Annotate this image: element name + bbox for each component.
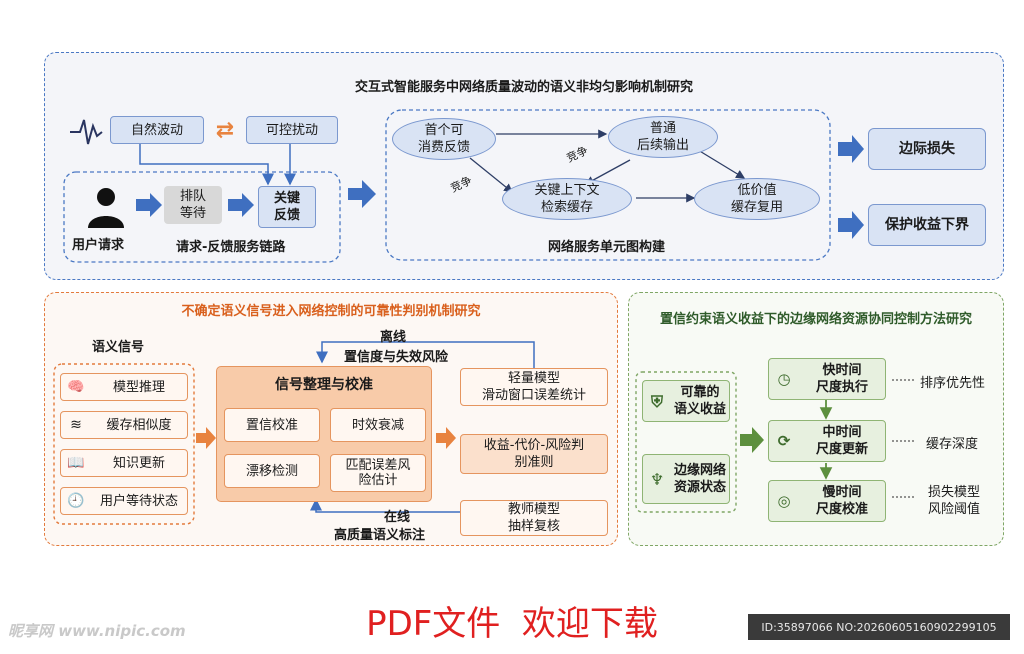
signal-item-model-inference: 🧠 模型推理 xyxy=(60,373,188,401)
source-frame xyxy=(635,371,737,513)
benefit-rule-box: 收益-代价-风险判 别准则 xyxy=(460,434,608,474)
arrow-to-marginal xyxy=(838,135,864,163)
graph-frame xyxy=(385,109,831,261)
graph-label: 网络服务单元图构建 xyxy=(548,240,666,255)
layers-icon: ≋ xyxy=(70,416,82,433)
offline-label: 离线 xyxy=(380,330,407,345)
watermark-id-badge: ID:35897066 NO:20260605160902299105 xyxy=(748,614,1010,640)
normal-output-node: 普通 后续输出 xyxy=(608,116,718,158)
top-panel-title: 交互式智能服务中网络质量波动的语义非均匀影响机制研究 xyxy=(354,80,693,95)
first-feedback-node: 首个可 消费反馈 xyxy=(392,118,496,160)
slow-scale-box: ◎ 慢时间 尺度校准 xyxy=(768,480,886,522)
arrow-organize-rule xyxy=(436,427,456,449)
clock-icon: ◷ xyxy=(777,369,791,388)
signal-frame xyxy=(53,363,195,525)
request-chain-label: 请求-反馈服务链路 xyxy=(176,240,286,255)
cell-drift-detection: 漂移检测 xyxy=(224,454,320,488)
signal-item-knowledge-update: 📖 知识更新 xyxy=(60,449,188,477)
shield-icon: ⛨ xyxy=(650,391,663,411)
protect-lower-bound-box: 保护收益下界 xyxy=(868,204,986,246)
arrow-queue-feedback xyxy=(228,193,254,217)
controlled-disturbance-box: 可控扰动 xyxy=(246,116,338,144)
target-icon: ◎ xyxy=(777,491,791,510)
book-icon: 📖 xyxy=(67,454,85,471)
online-sub-label: 高质量语义标注 xyxy=(334,528,426,543)
key-feedback-box: 关键 反馈 xyxy=(258,186,316,228)
tower-icon: ♆ xyxy=(649,469,665,489)
clock-icon: 🕘 xyxy=(67,492,85,509)
cell-confidence-calibration: 置信校准 xyxy=(224,408,320,442)
mid-note: 缓存深度 xyxy=(926,437,979,452)
light-model-box: 轻量模型 滑动窗口误差统计 xyxy=(460,368,608,406)
offline-sub-label: 置信度与失效风险 xyxy=(344,350,449,365)
arrow-to-protect xyxy=(838,211,864,239)
left-panel-title: 不确定语义信号进入网络控制的可靠性判别机制研究 xyxy=(181,304,481,319)
fast-note: 排序优先性 xyxy=(920,376,986,391)
cell-match-error-risk: 匹配误差风 险估计 xyxy=(330,454,426,492)
arrow-user-queue xyxy=(136,193,162,217)
slow-note: 损失模型 风险阈值 xyxy=(928,485,981,517)
signal-label: 缓存相似度 xyxy=(106,417,172,433)
online-label: 在线 xyxy=(384,510,411,525)
queue-wait-box: 排队 等待 xyxy=(164,186,222,224)
signal-label: 知识更新 xyxy=(112,455,165,471)
mid-scale-label: 中时间 尺度更新 xyxy=(815,425,868,457)
natural-fluctuation-box: 自然波动 xyxy=(110,116,204,144)
reliable-benefit-label: 可靠的 语义收益 xyxy=(673,385,726,417)
mid-scale-box: ⟳ 中时间 尺度更新 xyxy=(768,420,886,462)
arrow-source-control xyxy=(740,427,764,453)
arrow-chain-graph xyxy=(348,180,376,208)
teacher-model-box: 教师模型 抽样复核 xyxy=(460,500,608,536)
top-panel xyxy=(44,52,1004,280)
low-value-cache-node: 低价值 缓存复用 xyxy=(694,178,820,220)
brain-icon: 🧠 xyxy=(67,378,85,395)
refresh-icon: ⟳ xyxy=(777,431,791,450)
key-context-node: 关键上下文 检索缓存 xyxy=(502,178,632,220)
semantic-signal-label: 语义信号 xyxy=(92,340,145,355)
reliable-benefit-box: ⛨ 可靠的 语义收益 xyxy=(642,380,730,422)
right-panel-title: 置信约束语义收益下的边缘网络资源协同控制方法研究 xyxy=(659,312,972,327)
edge-state-box: ♆ 边缘网络 资源状态 xyxy=(642,454,730,504)
watermark-left: 昵享网 www.nipic.com xyxy=(8,622,186,640)
slow-scale-label: 慢时间 尺度校准 xyxy=(815,485,868,517)
organize-title: 信号整理与校准 xyxy=(275,377,373,393)
signal-label: 用户等待状态 xyxy=(99,493,178,509)
pdf-download-text: PDF文件 欢迎下载 xyxy=(366,604,658,644)
fast-scale-label: 快时间 尺度执行 xyxy=(815,363,868,395)
shuffle-icon: ⇄ xyxy=(215,117,235,143)
signal-item-user-wait: 🕘 用户等待状态 xyxy=(60,487,188,515)
pulse-icon xyxy=(70,119,103,145)
cell-timeliness-decay: 时效衰减 xyxy=(330,408,426,442)
signal-item-cache-similarity: ≋ 缓存相似度 xyxy=(60,411,188,439)
request-chain-frame xyxy=(63,171,341,263)
user-icon xyxy=(86,186,126,228)
arrow-signal-organize xyxy=(196,427,216,449)
marginal-loss-box: 边际损失 xyxy=(868,128,986,170)
edge-state-label: 边缘网络 资源状态 xyxy=(673,463,726,495)
fast-scale-box: ◷ 快时间 尺度执行 xyxy=(768,358,886,400)
signal-label: 模型推理 xyxy=(112,379,165,395)
user-request-label: 用户请求 xyxy=(72,238,125,253)
